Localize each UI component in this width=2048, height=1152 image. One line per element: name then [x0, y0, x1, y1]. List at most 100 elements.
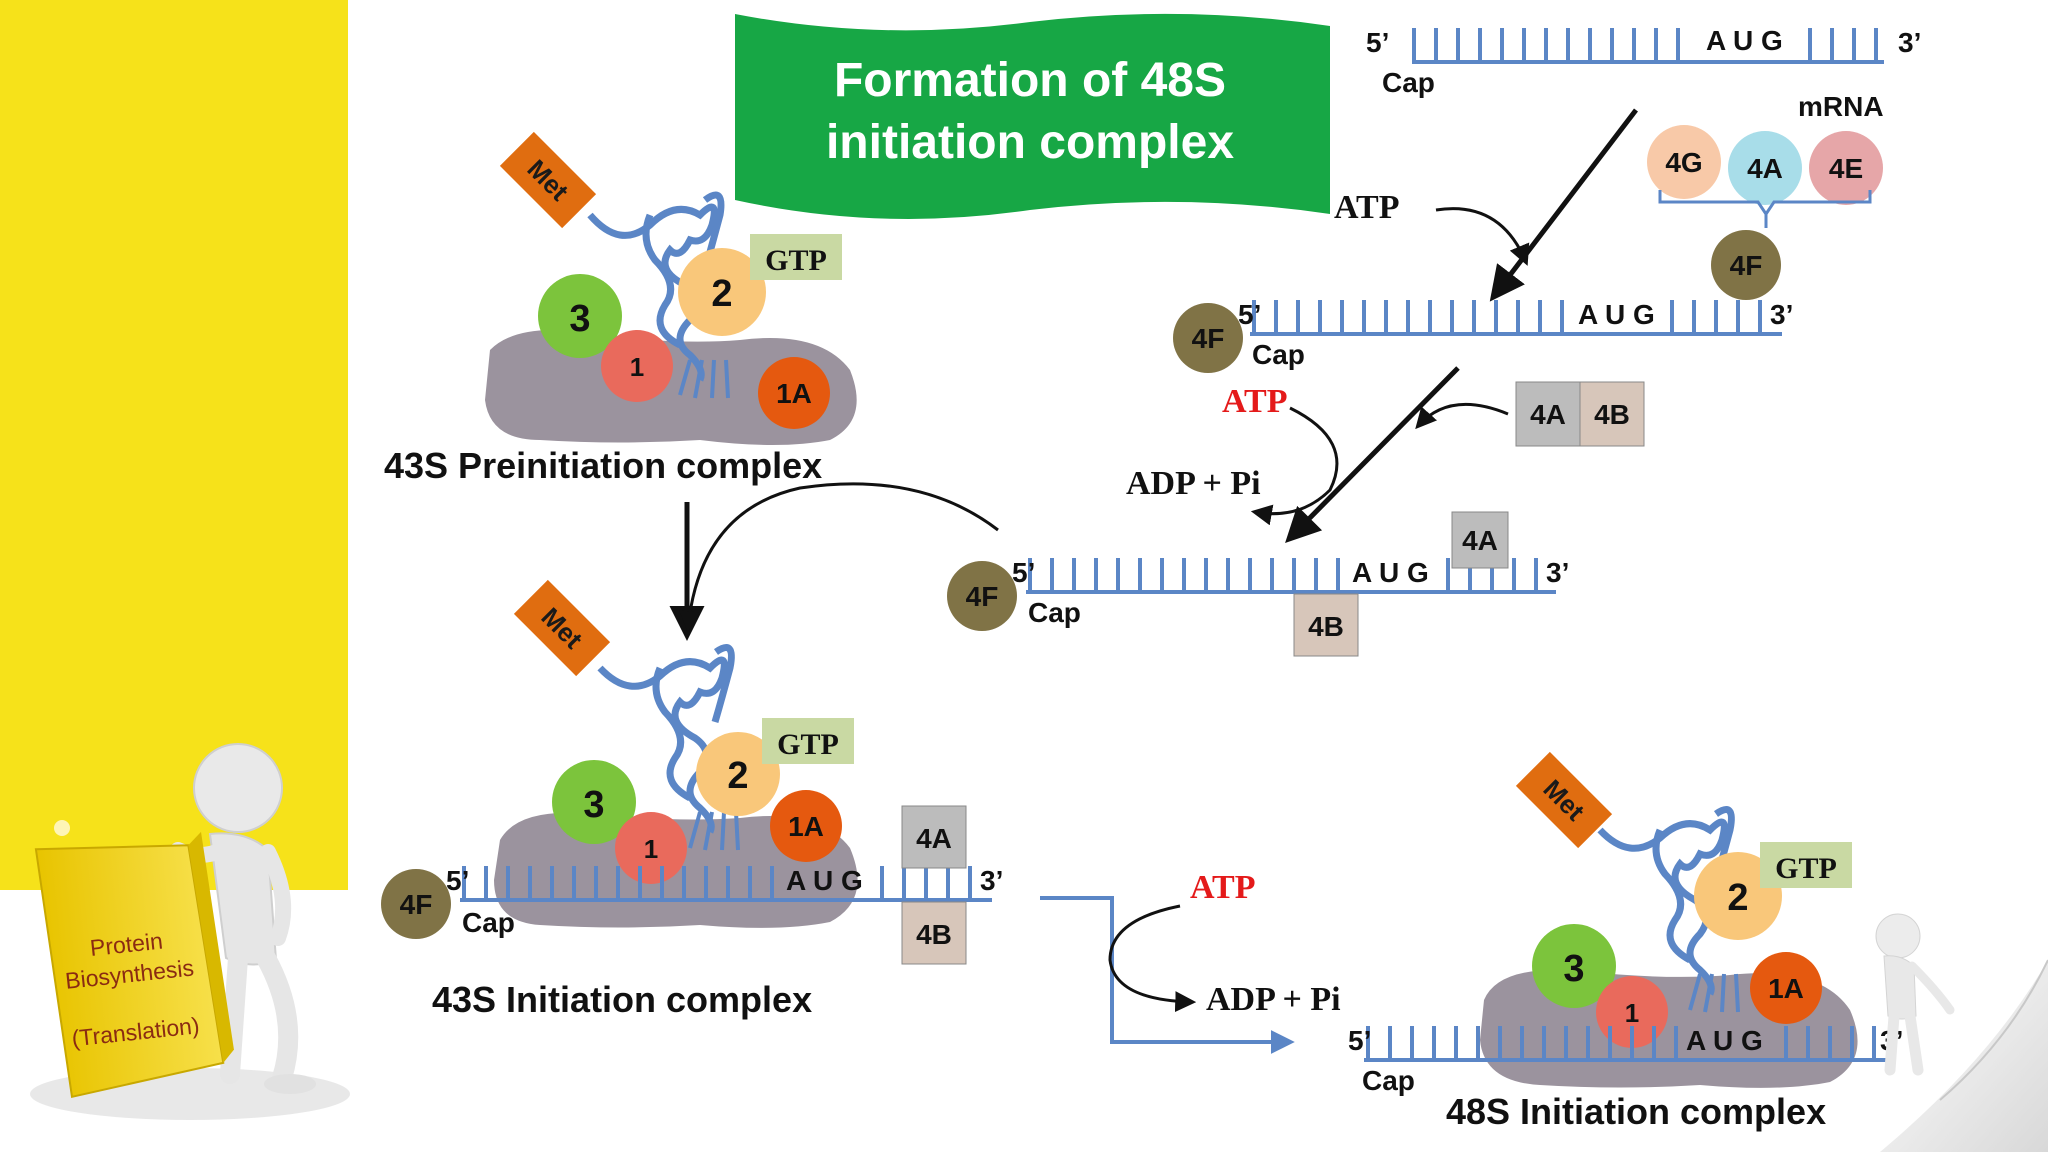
atp-label-1: ATP: [1334, 189, 1399, 226]
box-4a-free-label: 4A: [1530, 399, 1566, 430]
arrow-step-1: [1489, 108, 1638, 302]
box-4a-bound-c: [1451, 511, 1509, 569]
box-4a-free: [1515, 381, 1581, 447]
factor-1a: [758, 357, 830, 429]
factor-4g: [1647, 125, 1721, 199]
factor-1a-c: [1750, 952, 1822, 1024]
gtp-box-c: [1760, 842, 1852, 888]
gtp-box: [750, 234, 842, 280]
box-4a-bound-d-label: 4A: [916, 823, 952, 854]
book-figure: Protein Biosynthesis (Translation): [30, 743, 350, 1120]
mrna-free-5prime: 5’: [1366, 27, 1389, 58]
factor-2-b: [696, 732, 780, 816]
box-4b-free-label: 4B: [1594, 399, 1630, 430]
atp-cycle-arrow-3: [1108, 904, 1197, 1013]
mrna-e-aug: A U G: [1686, 1025, 1763, 1056]
factor-3-c: [1532, 924, 1616, 1008]
label-43s-preinitiation: 43S Preinitiation complex: [384, 445, 822, 486]
factor-1-c: [1596, 976, 1668, 1048]
factor-4f-top: [1711, 230, 1781, 300]
box-4b-bound-c-label: 4B: [1308, 611, 1344, 642]
mrna-4f-cap: Cap: [1252, 339, 1305, 370]
factor-3-b-label: 3: [583, 784, 604, 826]
factor-4a-label: 4A: [1747, 153, 1783, 184]
factor-4g-label: 4G: [1665, 147, 1702, 178]
atp-arrow-1: [1435, 207, 1530, 266]
factor-4f-b: [1173, 303, 1243, 373]
factor-3-c-label: 3: [1563, 948, 1584, 990]
mrna-4f: 4F 5’ 3’ Cap A U G: [1173, 299, 1793, 373]
mrna-d-5prime: 5’: [446, 865, 469, 896]
label-43s-initiation: 43S Initiation complex: [432, 979, 812, 1020]
mrna-c-aug: A U G: [1352, 557, 1429, 588]
gtp-label-c: GTP: [1775, 852, 1837, 885]
mrna-c-cap: Cap: [1028, 597, 1081, 628]
stick-figure: [170, 743, 316, 1094]
mrna-d-3prime: 3’: [980, 865, 1003, 896]
complex-48s-initiation: Met 2 GTP 3 1 1A 5’ 3’ Cap A U G 48S Ini…: [1348, 751, 1903, 1132]
mrna-e-5prime: 5’: [1348, 1025, 1371, 1056]
factor-4e-label: 4E: [1829, 153, 1863, 184]
factor-4f-d-label: 4F: [400, 889, 433, 920]
met-trna-b: [597, 644, 740, 851]
met-trna-c: [1597, 806, 1740, 1013]
corner-figure: [1875, 913, 1955, 1076]
factor-4a: [1728, 131, 1802, 205]
factor-1-b: [615, 812, 687, 884]
atp-label-3: ATP: [1190, 869, 1255, 906]
gtp-label: GTP: [765, 244, 827, 277]
mrna-c-5prime: 5’: [1012, 557, 1035, 588]
page-title-line1: Formation of 48S: [834, 54, 1226, 107]
factor-1: [601, 330, 673, 402]
label-48s-initiation: 48S Initiation complex: [1446, 1091, 1826, 1132]
factor-3: [538, 274, 622, 358]
arrow-curve-to-initiation: [679, 482, 999, 633]
met-tag-b: Met: [513, 579, 611, 677]
met-tag-c: Met: [1515, 751, 1613, 849]
met-trna: [587, 191, 730, 399]
complex-43s-initiation: Met 2 GTP 3 1 1A 4F 5’ 3’ Cap A U G 4A 4…: [381, 579, 1003, 1020]
mrna-4f-3prime: 3’: [1770, 299, 1793, 330]
factor-1-c-label: 1: [1625, 998, 1639, 1028]
factor-4e: [1809, 131, 1883, 205]
factor-1a-b: [770, 790, 842, 862]
factor-1-label: 1: [630, 352, 644, 382]
mrna-e-cap: Cap: [1362, 1065, 1415, 1096]
factor-2-b-label: 2: [727, 755, 748, 797]
ribosome-small-subunit: [485, 330, 857, 445]
mrna-free: 5’ 3’ Cap A U G mRNA: [1366, 25, 1921, 122]
factor-1a-c-label: 1A: [1768, 973, 1804, 1004]
factor-3-b: [552, 760, 636, 844]
adp-pi-label-2: ADP + Pi: [1126, 465, 1261, 502]
mrna-c-3prime: 3’: [1546, 557, 1569, 588]
gtp-box-b: [762, 718, 854, 764]
mrna-4f-5prime: 5’: [1238, 299, 1261, 330]
title-banner: Formation of 48S initiation complex: [735, 13, 1330, 219]
complex-43s-preinitiation: Met 2 GTP 3 1 1A 43S Preinitiation compl…: [384, 131, 857, 486]
mrna-free-cap: Cap: [1382, 67, 1435, 98]
box-4b-free: [1579, 381, 1645, 447]
arrow-step-3: [1040, 896, 1295, 1054]
factor-2-label: 2: [711, 273, 732, 315]
page-curl: [1875, 913, 2048, 1152]
atp-label-2: ATP: [1222, 383, 1287, 420]
adp-pi-label-3: ADP + Pi: [1206, 981, 1341, 1018]
mrna-d-cap: Cap: [462, 907, 515, 938]
page-title-line2: initiation complex: [826, 116, 1234, 169]
factor-4f-c-label: 4F: [966, 581, 999, 612]
factor-4f-d: [381, 869, 451, 939]
box-4a4b-arrow: [1415, 402, 1509, 430]
cap-binding-factors: 4G 4A 4E 4F: [1647, 125, 1883, 300]
box-4b-bound-d: [901, 901, 967, 965]
box-4a-bound-d: [901, 805, 967, 869]
atp-cycle-arrow-2: [1250, 406, 1339, 526]
factor-1-b-label: 1: [644, 834, 658, 864]
met-tag: Met: [499, 131, 597, 229]
factor-4f-c: [947, 561, 1017, 631]
factor-1a-b-label: 1A: [788, 811, 824, 842]
gtp-label-b: GTP: [777, 728, 839, 761]
factor-1a-label: 1A: [776, 378, 812, 409]
factor-2: [678, 248, 766, 336]
box-4b-bound-c: [1293, 593, 1359, 657]
